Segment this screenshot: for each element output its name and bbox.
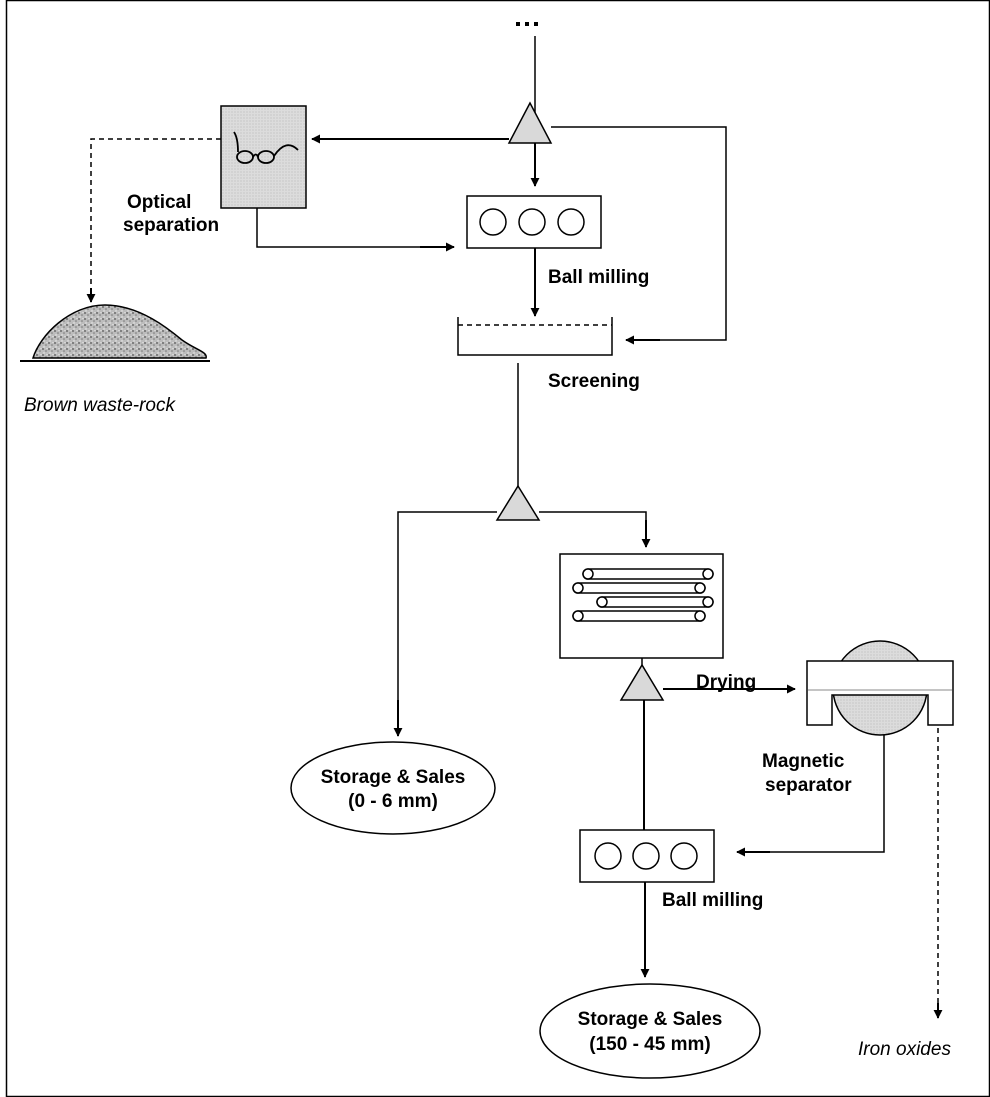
ball-milling-label-1: Ball milling <box>548 267 649 288</box>
optical-accept-line <box>256 208 452 248</box>
optical-separator <box>220 105 307 209</box>
storage-2-line2: (150 - 45 mm) <box>589 1034 710 1055</box>
to-dryer-line <box>539 511 647 530</box>
page-border <box>5 0 990 1097</box>
waste-label: Brown waste-rock <box>24 395 176 416</box>
storage-2-line1: Storage & Sales <box>578 1009 723 1030</box>
glasses-icon <box>233 131 299 164</box>
splitter-1 <box>507 101 553 144</box>
storage-1-line2: (0 - 6 mm) <box>348 791 438 812</box>
fine-product-line <box>397 511 497 720</box>
screening-label: Screening <box>548 371 640 392</box>
mill-balls-icon <box>594 842 698 870</box>
magnet-nonmag-line <box>770 735 885 853</box>
dryer-rollers-icon <box>572 568 714 622</box>
splitter-2 <box>495 484 541 521</box>
reject-dashed-line <box>90 138 221 296</box>
optical-label-2: separation <box>123 215 219 236</box>
storage-sales-2 <box>539 983 761 1079</box>
iron-oxides-label: Iron oxides <box>858 1039 951 1060</box>
bypass-line <box>551 126 727 341</box>
magnetic-label-2: separator <box>765 775 852 796</box>
storage-sales-1 <box>290 741 496 835</box>
magnet-drum-icon <box>806 640 954 736</box>
waste-pile-icon <box>31 304 207 359</box>
feed-dots <box>516 22 538 26</box>
ball-milling-label-2: Ball milling <box>662 890 763 911</box>
optical-label-1: Optical <box>127 192 191 213</box>
splitter-3 <box>619 663 665 701</box>
mill-balls-icon <box>479 208 585 236</box>
drying-label: Drying <box>696 672 756 693</box>
screen-tank <box>457 317 613 356</box>
magnetic-label-1: Magnetic <box>762 751 845 772</box>
storage-1-line1: Storage & Sales <box>321 767 466 788</box>
